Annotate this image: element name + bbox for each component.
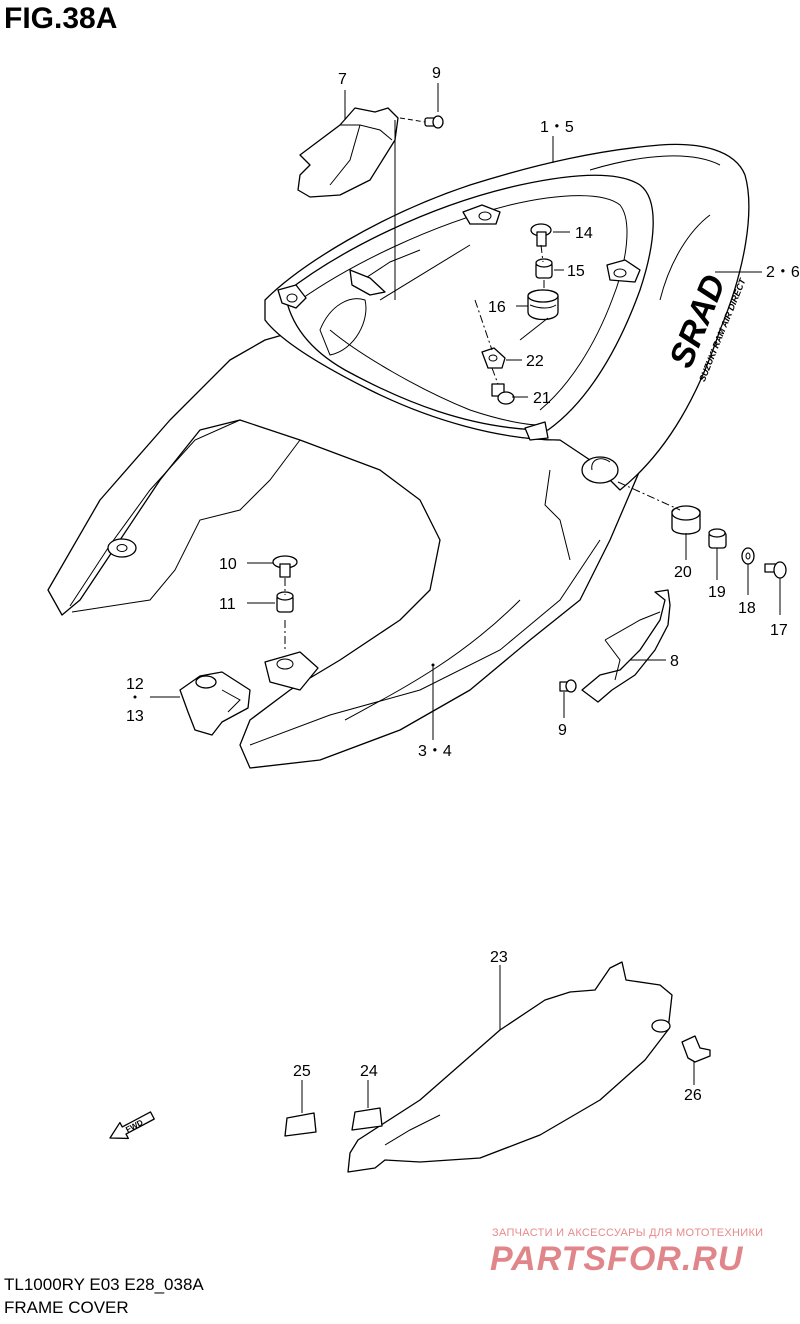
callout-26: 26 <box>684 1087 702 1104</box>
bolt-9-bottom <box>559 679 577 693</box>
grommet-20 <box>671 505 701 535</box>
callout-19: 19 <box>708 584 726 601</box>
tail-cover-upper <box>264 143 750 491</box>
callout-24: 24 <box>360 1063 378 1080</box>
part-24-pad <box>351 1107 383 1131</box>
part-12-13 <box>179 671 251 736</box>
figure-title: FIG.38A <box>4 2 118 35</box>
part-23-cover <box>347 961 673 1173</box>
callout-9b: 9 <box>558 722 567 739</box>
callout-20: 20 <box>674 564 692 581</box>
callout-14: 14 <box>575 225 593 242</box>
part-26-clip <box>681 1035 711 1063</box>
watermark-logo: PARTSFOR.RU <box>490 1240 744 1278</box>
callout-2-6: 2・6 <box>766 264 800 281</box>
callout-13: 13 <box>126 708 144 725</box>
callout-12: 12 <box>126 676 144 693</box>
screw-10 <box>272 555 298 578</box>
callout-25: 25 <box>293 1063 311 1080</box>
collar-19 <box>708 528 727 549</box>
figure-caption: FRAME COVER <box>4 1298 129 1317</box>
collar-11 <box>276 591 294 613</box>
callout-labels: 7 9 1・5 14 15 2・6 16 22 21 10 11 12 13 2… <box>126 65 800 1104</box>
callout-3-4: 3・4 <box>418 743 452 760</box>
part-25-pad <box>284 1112 317 1137</box>
callout-22: 22 <box>526 353 544 370</box>
part-7-bracket <box>297 107 399 296</box>
callout-21: 21 <box>533 390 551 407</box>
callout-23: 23 <box>490 949 508 966</box>
callout-7: 7 <box>338 71 347 88</box>
fwd-arrow-icon: FWD <box>109 1111 155 1140</box>
screw-17 <box>764 561 787 579</box>
callout-15: 15 <box>567 263 585 280</box>
bolt-9-top <box>424 115 444 129</box>
collar-15 <box>535 258 553 279</box>
leader-lines <box>133 83 781 1113</box>
callout-17: 17 <box>770 622 788 639</box>
callout-16: 16 <box>488 299 506 316</box>
callout-1-5: 1・5 <box>540 119 574 136</box>
callout-10: 10 <box>219 556 237 573</box>
callout-9a: 9 <box>432 65 441 82</box>
cushion-16 <box>527 289 559 321</box>
bolt-21 <box>491 383 515 405</box>
callout-8: 8 <box>670 653 679 670</box>
watermark-tagline: ЗАПЧАСТИ И АКСЕССУАРЫ ДЛЯ МОТОТЕХНИКИ <box>492 1227 764 1239</box>
model-code: TL1000RY E03 E28_038A <box>4 1275 204 1294</box>
part-8-bracket <box>581 589 671 703</box>
washer-18 <box>741 547 755 565</box>
callout-11: 11 <box>219 596 236 613</box>
callout-18: 18 <box>738 600 756 617</box>
